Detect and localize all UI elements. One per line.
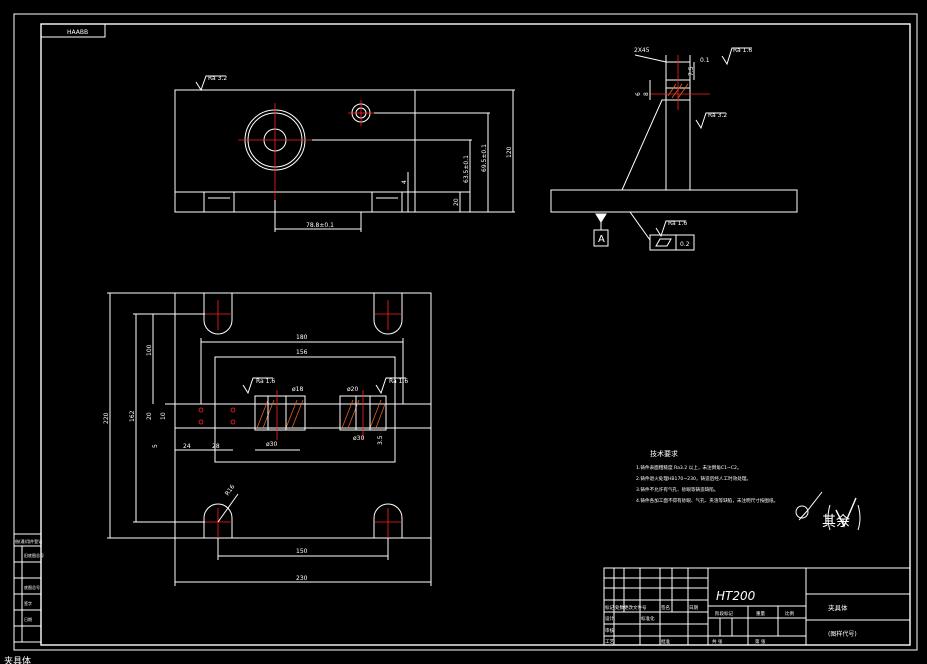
tb-design: 设计 — [605, 615, 614, 622]
tb-scale: 比例 — [785, 610, 794, 617]
tech-req-3: 3.铸件不允许有气孔、砂眼等铸造缺陷。 — [636, 486, 718, 493]
tb-process: 工艺 — [605, 639, 614, 645]
dim-4: 4 — [401, 180, 408, 184]
tb-sheet: 第 张 — [755, 638, 766, 645]
side-view: 7.5 8 6 2X45 0.1 Ra 1.6 Ra 3.2 A 0.2 Ra … — [550, 47, 798, 251]
dim-69-5: 69.5±0.1 — [481, 144, 488, 172]
dim-phi-20: ø30 — [353, 435, 364, 442]
outer-border — [13, 13, 918, 651]
roughness-general-symbol: 其余 — [795, 491, 861, 531]
dim-100: 100 — [146, 344, 153, 356]
dim-156: 156 — [296, 349, 308, 356]
hole-phi-18: ø18 — [292, 386, 303, 393]
dim-220: 220 — [103, 412, 110, 424]
finish-front: Ra 3.2 — [208, 75, 227, 82]
tech-req-1: 1.铸件表面粗糙度 Ra3.2 以上，未注倒角C1~C2。 — [636, 464, 742, 471]
front-view: 78.8±0.1 120 69.5±0.1 63.5±0.1 20 4 Ra 3… — [174, 75, 515, 232]
dim-5: 5 — [152, 444, 159, 448]
top-label: HAABB — [67, 29, 88, 36]
tb-weight: 重量 — [756, 610, 765, 617]
dim-10: 10 — [160, 412, 167, 420]
tb-stage: 阶段标记 — [715, 610, 733, 617]
dim-phi-30: ø30 — [266, 441, 277, 448]
dim-150: 150 — [296, 548, 308, 555]
dim-162: 162 — [129, 410, 136, 422]
title-block: 标记 处数 更改文件号 签名 日期 设计 标准化 审核 工艺 批准 HT200 … — [603, 567, 911, 646]
dim-78-8: 78.8±0.1 — [306, 222, 334, 229]
finish-side-1: Ra 1.6 — [733, 47, 752, 54]
tb-change: 更改文件号 — [624, 604, 647, 611]
strip-3: 底图总号 — [24, 584, 40, 590]
left-strip: 借(通)用件登记 旧底图总号 底图总号 签字 日期 — [13, 533, 44, 643]
inner-border — [40, 23, 911, 646]
chamfer-label: 2X45 — [634, 47, 650, 54]
flatness-value: 0.2 — [680, 241, 690, 248]
finish-plan-2: Ra 1.6 — [389, 378, 408, 385]
tb-approve: 批准 — [661, 638, 670, 645]
tb-sign: 签名 — [661, 604, 670, 611]
part-name: 夹具体 — [828, 603, 848, 612]
drawing-number: (图样代号) — [828, 630, 857, 638]
dim-8: 8 — [643, 92, 650, 96]
tech-req-title: 技术要求 — [650, 449, 678, 458]
finish-plan-1: Ra 1.6 — [256, 378, 275, 385]
datum-a: A — [598, 234, 605, 245]
tech-req-4: 4.铸件各加工面不得有砂眼、气孔、夹渣等缺陷，未注明尺寸按图纸。 — [636, 497, 778, 504]
finish-side-3: Ra 1.6 — [668, 220, 687, 227]
dim-230: 230 — [296, 575, 308, 582]
tech-requirements: 技术要求 1.铸件表面粗糙度 Ra3.2 以上，未注倒角C1~C2。 2.铸件退… — [636, 449, 778, 504]
tb-date: 日期 — [689, 605, 698, 611]
tb-count: 处数 — [615, 604, 624, 611]
dim-20-plan: 20 — [146, 412, 153, 420]
strip-2: 旧底图总号 — [24, 552, 44, 558]
tb-standard: 标准化 — [641, 615, 655, 622]
tb-review: 审核 — [605, 627, 614, 634]
tol-top: 0.1 — [700, 57, 710, 64]
dim-7-5: 7.5 — [688, 66, 695, 76]
strip-1: 借(通)用件登记 — [15, 538, 42, 544]
tb-mark: 标记 — [605, 604, 614, 611]
dim-3-5: 3.5 — [377, 435, 384, 445]
tech-req-2: 2.铸件退火处理HB170~230，铸造后经人工时效处理。 — [636, 475, 751, 482]
dim-20: 20 — [453, 198, 460, 206]
dim-6: 6 — [635, 92, 642, 96]
dim-24: 24 — [183, 443, 191, 450]
strip-4: 签字 — [24, 600, 32, 606]
material-label: HT200 — [716, 589, 756, 603]
top-label-box — [40, 23, 106, 38]
dim-180: 180 — [296, 334, 308, 341]
slot-radius: R16 — [224, 483, 237, 497]
dim-28: 28 — [212, 443, 220, 450]
strip-5: 日期 — [24, 616, 32, 622]
dim-120: 120 — [506, 146, 513, 158]
finish-side-2: Ra 3.2 — [708, 112, 727, 119]
tb-sheets: 共 张 — [712, 638, 723, 645]
footer-text: 夹具体 — [4, 655, 31, 664]
plan-view: 180 156 150 230 24 28 ø30 ø30 3.5 220 16… — [103, 292, 432, 586]
hole-phi-20: ø20 — [347, 386, 358, 393]
dim-63-5: 63.5±0.1 — [463, 155, 470, 183]
